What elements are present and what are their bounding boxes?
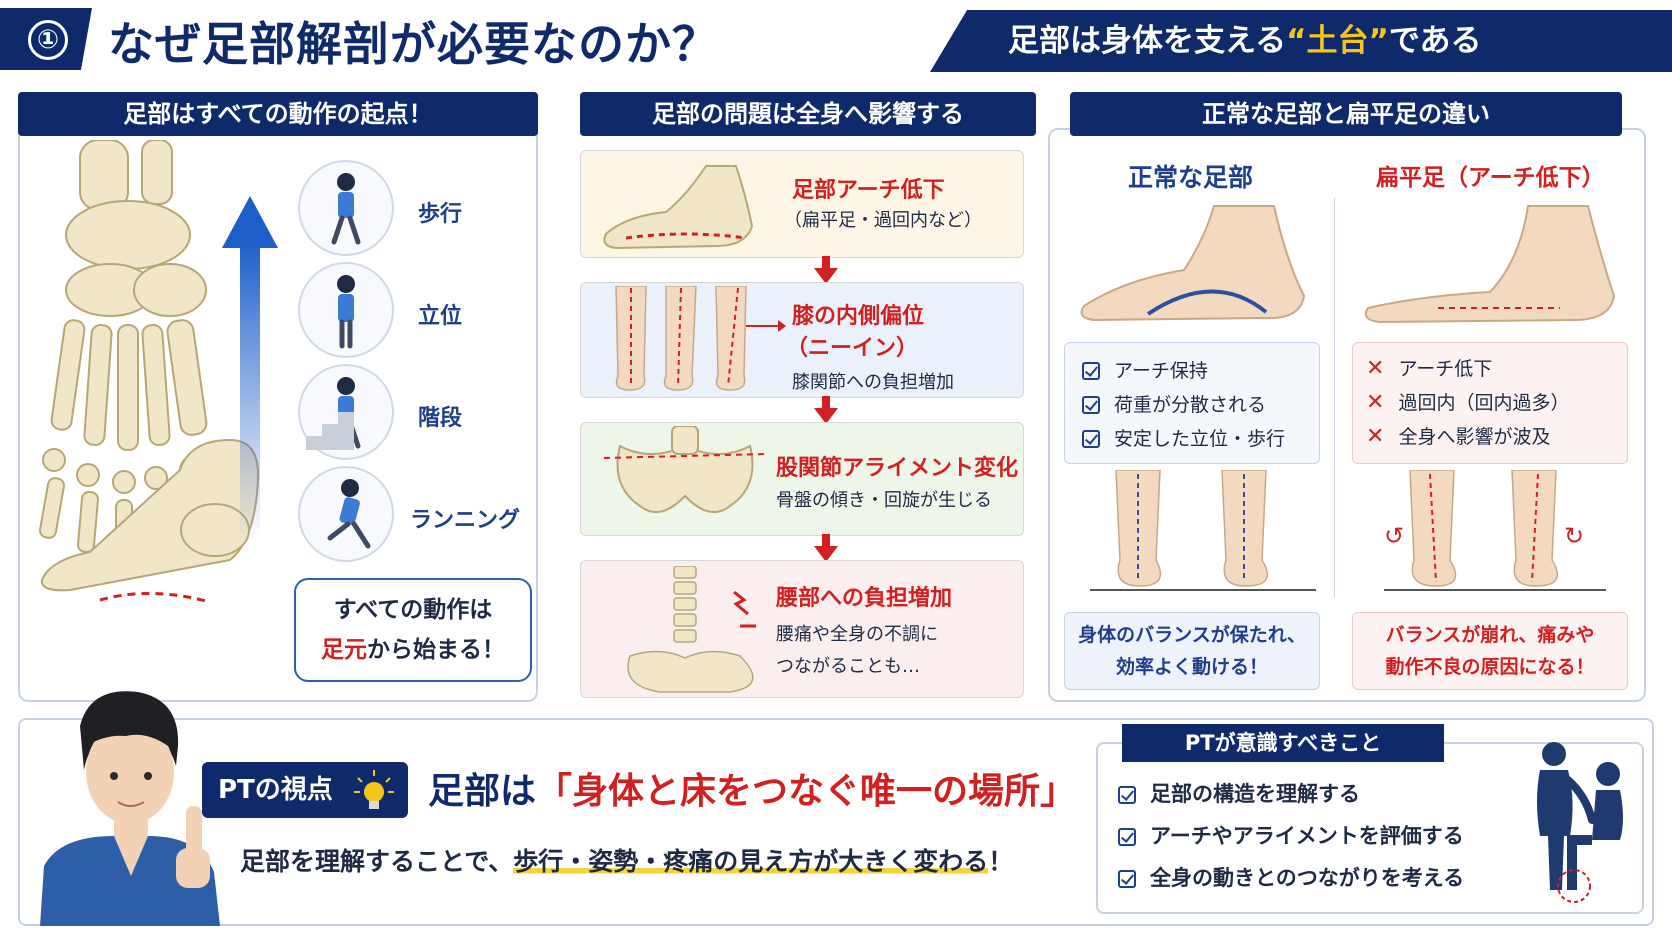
flow-arrow-3: [814, 546, 838, 562]
flow-step-4-title: 腰部への負担増加: [776, 586, 953, 611]
flow-arrow-1: [814, 268, 838, 284]
flow-step-1-title: 足部アーチ低下: [792, 178, 945, 203]
flat-summary-line2: 動作不良の原因になる！: [1385, 656, 1595, 678]
flow-arrow-2-stem: [822, 396, 830, 408]
upward-arrow-icon: [222, 196, 278, 542]
flat-summary-line1: バランスが崩れ、痛みや: [1385, 624, 1595, 646]
bubble-line2: 足元から始まる！: [296, 630, 530, 670]
knee-in-illustration: [615, 286, 786, 391]
spine-illustration: [627, 566, 756, 693]
pt-point-1: 足部の構造を理解する: [1118, 778, 1360, 808]
normal-points-box: [1064, 342, 1320, 464]
flat-point-3: ✕ 全身へ影響が波及: [1366, 422, 1550, 449]
flow-step-3-sub: 骨盤の傾き・回旋が生じる: [776, 490, 992, 511]
banner-post: である: [1388, 23, 1482, 59]
flat-point-3-text: 全身へ影響が波及: [1398, 426, 1551, 448]
checkbox-icon: [1118, 870, 1136, 888]
x-mark-icon: ✕: [1366, 424, 1385, 449]
flat-legs-illustration: [1384, 470, 1606, 591]
sub-message-pre: 足部を理解することで、: [240, 847, 514, 876]
flat-arch-foot-illustration: [603, 165, 754, 250]
flow-step-4-sub2: つながることも…: [776, 656, 920, 677]
flow-step-4-sub: 腰痛や全身の不調に: [776, 624, 938, 645]
flat-point-2-text: 過回内（回内過多）: [1398, 392, 1570, 414]
flow-arrow-1-stem: [822, 256, 830, 268]
checkbox-icon: [1082, 430, 1100, 448]
normal-summary-line2: 効率よく動ける！: [1115, 656, 1268, 678]
flow-step-2-title: 膝の内側偏位: [792, 304, 925, 329]
page-title: なぜ足部解剖が必要なのか？: [108, 17, 719, 71]
normal-point-2-text: 荷重が分散される: [1114, 394, 1267, 416]
checkbox-icon: [1118, 828, 1136, 846]
flow-step-3-title: 股関節アライメント変化: [776, 456, 1019, 481]
key-message-highlight: 「身体と床をつなぐ唯一の場所」: [536, 771, 1077, 812]
rotate-left-icon: ↺: [1384, 522, 1405, 550]
flat-point-2: ✕ 過回内（回内過多）: [1366, 388, 1569, 415]
flow-arrow-3-stem: [822, 534, 830, 546]
pt-badge-label: PTの視点: [218, 775, 333, 805]
flat-points-box: [1352, 342, 1628, 464]
flow-arrow-2: [814, 408, 838, 424]
flat-point-1-text: アーチ低下: [1398, 358, 1493, 380]
flow-step-1-sub: （扁平足・過回内など）: [784, 210, 982, 231]
normal-summary-line1: 身体のバランスが保たれ、: [1078, 624, 1306, 646]
section-number-badge: ①: [0, 8, 92, 70]
flow-step-2: [580, 282, 1024, 398]
normal-point-3-text: 安定した立位・歩行: [1114, 428, 1286, 450]
pt-point-3: 全身の動きとのつながりを考える: [1118, 862, 1464, 892]
bubble-line1: すべての動作は: [333, 597, 493, 623]
pt-point-1-text: 足部の構造を理解する: [1150, 782, 1360, 806]
sub-message: 足部を理解することで、歩行・姿勢・疼痛の見え方が大きく変わる！: [240, 842, 1013, 878]
panel-compare-title: 正常な足部と扁平足の違い: [1070, 92, 1622, 136]
pt-point-2: アーチやアライメントを評価する: [1118, 820, 1464, 850]
normal-foot-label: 正常な足部: [1128, 163, 1254, 192]
bubble-red-word: 足元: [321, 637, 367, 663]
panel-flow-title: 足部の問題は全身へ影響する: [580, 92, 1036, 136]
pt-checklist-title: PTが意識すべきこと: [1122, 724, 1444, 762]
sub-message-post: ！: [988, 847, 1014, 876]
x-mark-icon: ✕: [1366, 356, 1385, 381]
flat-summary: バランスが崩れ、痛みや 動作不良の原因になる！: [1352, 612, 1628, 690]
therapist-patient-icon: [1537, 742, 1623, 903]
key-message-pre: 足部は: [428, 771, 537, 812]
flow-step-2-title2: （ニーイン）: [786, 336, 919, 361]
activity-label-running: ランニング: [410, 508, 521, 533]
activity-label-standing: 立位: [418, 304, 463, 329]
normal-legs-illustration: [1090, 470, 1316, 591]
sub-message-highlight: 歩行・姿勢・疼痛の見え方が大きく変わる: [513, 847, 989, 876]
foot-skeleton-illustration: [39, 140, 260, 604]
checkbox-icon: [1118, 786, 1136, 804]
flow-step-2-sub: 膝関節への負担増加: [792, 372, 954, 393]
normal-foot-illustration: [1080, 205, 1306, 322]
normal-summary: 身体のバランスが保たれ、 効率よく動ける！: [1064, 612, 1320, 690]
flat-foot-label: 扁平足（アーチ低下）: [1376, 165, 1605, 191]
bubble-rest: から始まる！: [367, 637, 505, 663]
x-mark-icon: ✕: [1366, 390, 1385, 415]
pt-point-3-text: 全身の動きとのつながりを考える: [1150, 866, 1465, 890]
compare-divider: [1334, 198, 1335, 598]
normal-point-1: アーチ保持: [1082, 356, 1208, 383]
banner-pre: 足部は身体を支える: [1008, 23, 1287, 59]
lightbulb-icon: [354, 770, 394, 809]
activity-label-stairs: 階段: [418, 406, 463, 431]
speech-bubble: すべての動作は 足元から始まる！: [294, 578, 532, 682]
activity-label-walking: 歩行: [418, 202, 463, 227]
pt-point-2-text: アーチやアライメントを評価する: [1150, 824, 1464, 848]
normal-point-1-text: アーチ保持: [1114, 360, 1208, 382]
therapist-avatar: [40, 691, 220, 926]
flat-foot-illustration: [1364, 205, 1616, 324]
checkbox-icon: [1082, 362, 1100, 380]
key-message: 足部は「身体と床をつなぐ唯一の場所」: [428, 762, 1076, 814]
header-banner: 足部は身体を支える“土台”である: [930, 10, 1672, 72]
normal-point-3: 安定した立位・歩行: [1082, 424, 1285, 451]
checkbox-icon: [1082, 396, 1100, 414]
rotate-right-icon: ↻: [1564, 522, 1585, 550]
normal-point-2: 荷重が分散される: [1082, 390, 1266, 417]
activity-figures: [306, 173, 371, 549]
flat-point-1: ✕ アーチ低下: [1366, 354, 1492, 381]
section-number: ①: [28, 20, 68, 60]
panel-start-title: 足部はすべての動作の起点！: [18, 92, 538, 136]
banner-highlight: “土台”: [1286, 23, 1389, 59]
pelvis-illustration: [603, 426, 767, 514]
